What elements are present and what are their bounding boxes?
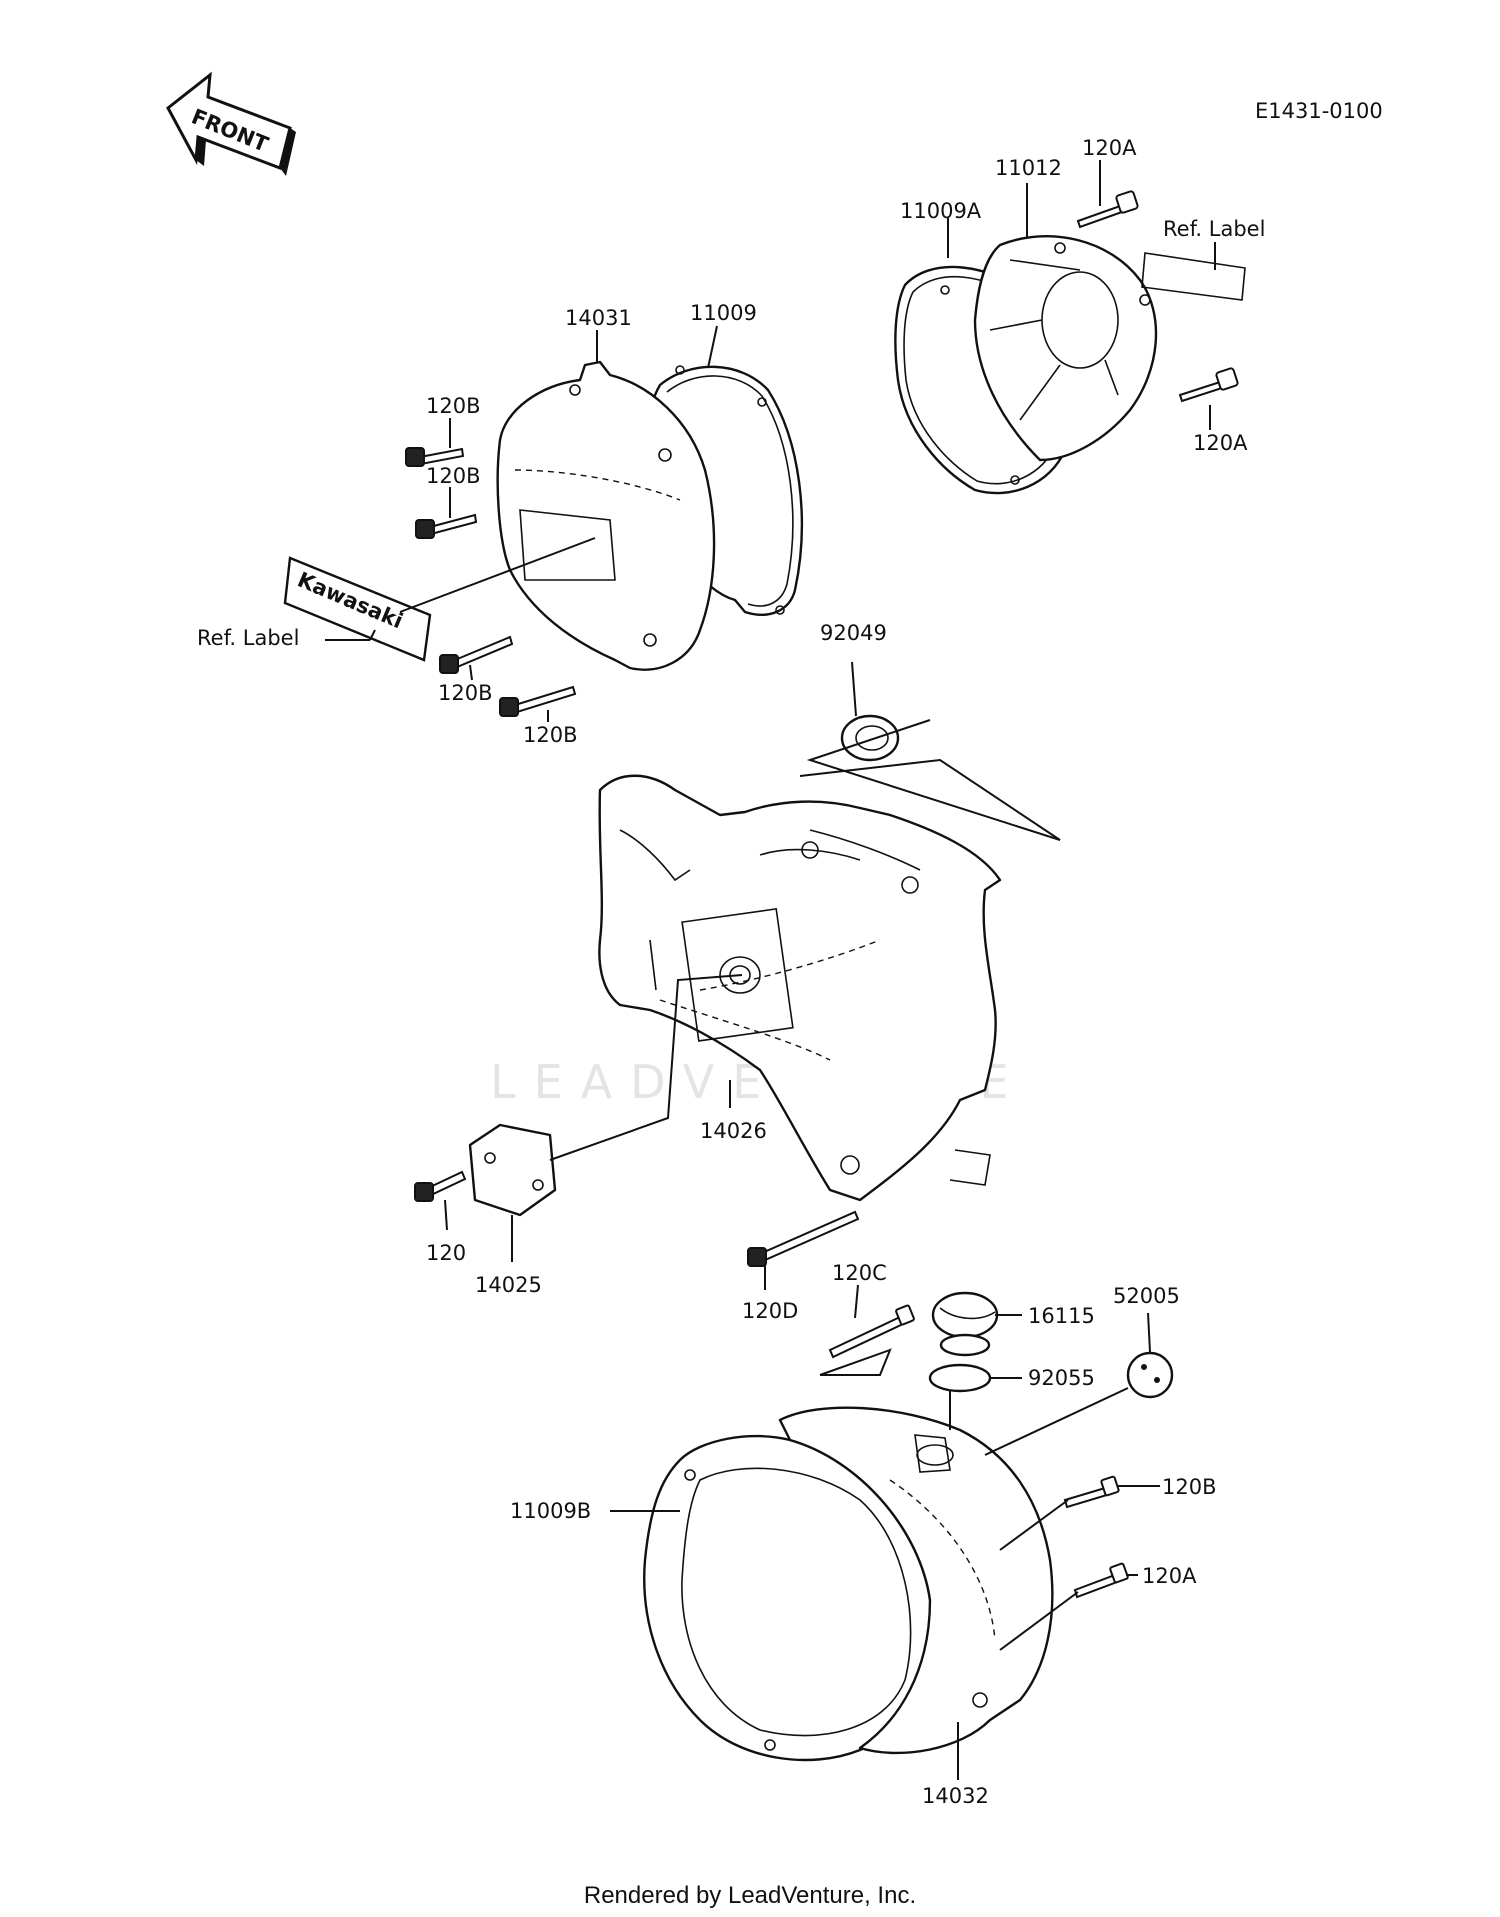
label-14025: 14025 <box>475 1273 542 1297</box>
label-14026: 14026 <box>700 1119 767 1143</box>
label-120b-5: 120B <box>1162 1475 1217 1499</box>
footer-credit: Rendered by LeadVenture, Inc. <box>583 1882 917 1909</box>
oil-seal-92049 <box>840 714 900 762</box>
bolt-120b-5-icon <box>1063 1475 1120 1509</box>
bolt-120d-icon <box>747 1210 860 1267</box>
bolt-120a-low-icon <box>1073 1562 1129 1599</box>
label-120a-mid: 120A <box>1193 431 1248 455</box>
label-52005: 52005 <box>1113 1284 1180 1308</box>
label-120b-3: 120B <box>438 681 493 705</box>
label-120c: 120C <box>832 1261 887 1285</box>
label-120b-4: 120B <box>523 723 578 747</box>
bolt-120a-mid-icon <box>1178 367 1239 403</box>
bolt-120-icon <box>414 1170 467 1202</box>
label-16115: 16115 <box>1028 1304 1095 1328</box>
bolt-120b-4-icon <box>499 685 577 717</box>
bolt-120b-2-icon <box>415 513 478 539</box>
label-120: 120 <box>426 1241 466 1265</box>
plug-52005 <box>1126 1351 1174 1399</box>
label-14031: 14031 <box>565 306 632 330</box>
label-120b-1: 120B <box>426 394 481 418</box>
bolt-120b-3-icon <box>439 635 514 674</box>
label-92055: 92055 <box>1028 1366 1095 1390</box>
label-11009: 11009 <box>690 301 757 325</box>
cover-14032 <box>778 1406 1054 1755</box>
label-120a-top: 120A <box>1082 136 1137 160</box>
bolt-120c-icon <box>828 1304 915 1359</box>
label-92049: 92049 <box>820 621 887 645</box>
front-arrow-icon: FRONT <box>166 71 296 176</box>
diagram-code: E1431-0100 <box>1255 99 1383 123</box>
label-11009b: 11009B <box>510 1499 591 1523</box>
cover-11012 <box>973 234 1158 462</box>
filler-cap-16115 <box>931 1291 999 1357</box>
label-120a-low: 120A <box>1142 1564 1197 1588</box>
ref-label-sticker-top <box>1141 252 1246 301</box>
label-120d: 120D <box>742 1299 798 1323</box>
label-14032: 14032 <box>922 1784 989 1808</box>
cap-14025 <box>468 1123 557 1217</box>
label-ref-label-top: Ref. Label <box>1163 217 1265 241</box>
cover-14026 <box>598 774 1002 1202</box>
leader-lines <box>325 160 1216 1780</box>
label-120b-2: 120B <box>426 464 481 488</box>
label-ref-label-left: Ref. Label <box>197 626 299 650</box>
o-ring-92055 <box>928 1363 992 1393</box>
label-11009a: 11009A <box>900 199 982 223</box>
label-11012: 11012 <box>995 156 1062 180</box>
bolt-120a-top-icon <box>1076 190 1139 229</box>
bolt-120b-1-icon <box>405 447 465 467</box>
